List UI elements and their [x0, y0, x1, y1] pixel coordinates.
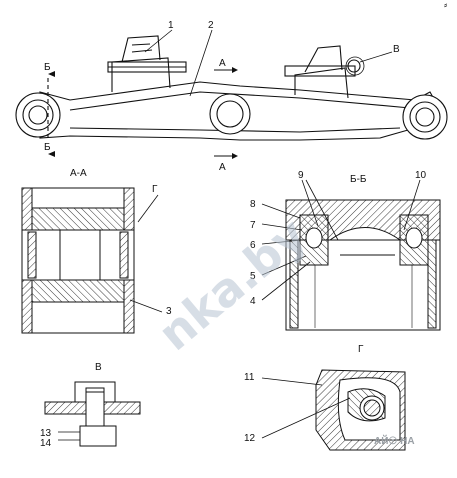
callout-10: 10	[415, 170, 427, 181]
leader-lines-main	[144, 29, 393, 97]
brand-logo: AЙ☉ НА	[374, 434, 415, 447]
corner-mark: ⸗	[444, 0, 448, 11]
section-mark-a-top: А	[219, 58, 226, 69]
callout-v: В	[393, 44, 400, 55]
callout-g: Г	[152, 184, 158, 195]
callout-4: 4	[250, 296, 256, 307]
callout-2: 2	[208, 20, 214, 31]
section-arrows	[48, 67, 238, 159]
view-v	[44, 381, 141, 447]
main-view-beam	[15, 35, 448, 157]
callout-11: 11	[244, 372, 255, 383]
section-mark-a-bottom: А	[219, 162, 226, 173]
callout-13: 13	[40, 428, 52, 439]
view-title-g: Г	[358, 344, 364, 355]
callout-3: 3	[166, 306, 172, 317]
view-g	[261, 369, 406, 451]
callout-1: 1	[168, 20, 174, 31]
section-bb	[261, 179, 441, 331]
view-title-bb: Б-Б	[350, 174, 367, 185]
section-mark-b-bottom: Б	[44, 142, 51, 153]
callout-8: 8	[250, 199, 256, 210]
view-title-aa: А-А	[70, 168, 87, 179]
callout-7: 7	[250, 220, 256, 231]
callout-12: 12	[244, 433, 256, 444]
section-aa	[21, 187, 163, 334]
callout-9: 9	[298, 170, 304, 181]
section-mark-b-top: Б	[44, 62, 51, 73]
view-title-v: В	[95, 362, 102, 373]
callout-5: 5	[250, 271, 256, 282]
callout-14: 14	[40, 438, 52, 449]
callout-6: 6	[250, 240, 256, 251]
